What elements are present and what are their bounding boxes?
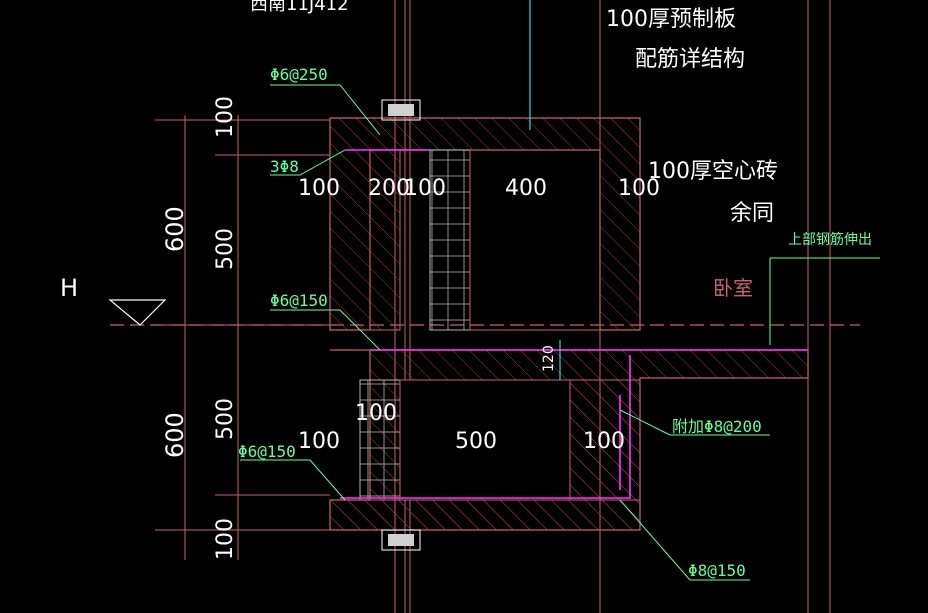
hollow-brick-label: 100厚空心砖 [648, 159, 778, 184]
cyan-leaders [529, 0, 561, 380]
leader-lines [240, 84, 880, 581]
dim-lower-1: 500 [455, 429, 497, 454]
dim-left-100-top: 100 [213, 96, 238, 138]
window-frame-bottom [381, 529, 421, 551]
window-frame-top [381, 99, 421, 121]
dim-left-600-lower: 600 [161, 412, 189, 458]
dim-left-500-upper: 500 [213, 228, 238, 270]
lower-wall-section [329, 349, 809, 531]
dim-left-100-bottom: 100 [213, 518, 238, 560]
rebar-mid: Φ6@150 [270, 291, 328, 310]
header-ref: 西南11J412 [250, 0, 349, 15]
rebar-bottom: Φ8@150 [688, 561, 746, 580]
dim-upper-1: 200 [368, 176, 410, 201]
dim-upper-2: 100 [404, 176, 446, 201]
precast-slab-note: 配筋详结构 [635, 47, 745, 72]
dim-lower-0: 100 [298, 429, 340, 454]
dim-lower-extra: 100 [355, 401, 397, 426]
rebar-top-bars: 3Φ8 [270, 157, 299, 176]
level-symbol [108, 299, 167, 326]
dim-lower-2: 100 [583, 429, 625, 454]
rebar-added: 附加Φ8@200 [672, 417, 762, 436]
upper-rebar-label: 上部钢筋伸出 [788, 231, 872, 248]
precast-slab-label: 100厚预制板 [606, 7, 736, 32]
dim-upper-4: 100 [618, 176, 660, 201]
left-dimension-lines [155, 115, 330, 560]
dim-left-600-upper: 600 [161, 206, 189, 252]
dim-slab-thickness: 120 [541, 345, 557, 372]
rebar-lines [340, 149, 808, 499]
rebar-lower-left: Φ6@150 [238, 442, 296, 461]
upper-wall-section [329, 117, 641, 331]
hollow-brick-note: 余同 [730, 201, 774, 226]
dim-upper-0: 100 [298, 176, 340, 201]
rebar-top: Φ6@250 [270, 65, 328, 84]
level-mark: H [60, 274, 78, 302]
dim-upper-3: 400 [505, 176, 547, 201]
bedroom-label: 卧室 [713, 276, 753, 300]
dim-left-500-lower: 500 [213, 398, 238, 440]
